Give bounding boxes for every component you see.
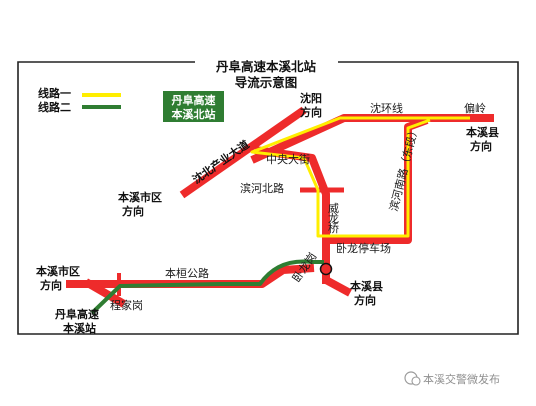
station-badge-line1: 丹阜高速 — [172, 93, 216, 107]
label-shenyang-dir-2: 方向 — [300, 105, 322, 119]
label-binhe-north-road: 滨河北路 — [240, 181, 284, 195]
label-weilong-bridge-2: 龙 — [328, 212, 339, 225]
label-benxi-county-dir-top-1: 本溪县 — [466, 125, 499, 139]
label-benxi-city-dir-lower-2: 方向 — [40, 278, 62, 292]
map-frame — [17, 61, 519, 335]
road-shenbei-avenue — [179, 106, 307, 199]
label-shenhuan-road: 沈环线 — [370, 101, 403, 115]
station-badge-line2: 本溪北站 — [172, 107, 216, 121]
map-title-line2: 导流示意图 — [235, 75, 298, 90]
label-weilong-bridge-1: 威 — [328, 202, 339, 215]
label-pianling: 偏岭 — [464, 101, 486, 115]
label-chengjiagang: 程家岗 — [110, 298, 143, 312]
route-two-line — [90, 259, 324, 315]
label-benxi-county-dir-bottom-2: 方向 — [354, 293, 376, 307]
label-benxi-city-dir-lower-1: 本溪市区 — [36, 264, 80, 278]
road-station-link — [83, 278, 127, 308]
label-benxi-county-dir-top-2: 方向 — [470, 139, 492, 153]
station-badge — [163, 91, 224, 122]
legend-route2-label: 线路二 — [38, 100, 71, 114]
label-wolong-parking: 卧龙停车场 — [336, 241, 391, 255]
label-shenyang-dir-1: 沈阳 — [300, 91, 322, 105]
watermark: 本溪交警微发布 — [404, 371, 500, 386]
wolonggang-junction — [319, 262, 333, 276]
label-benxi-county-dir-bottom-1: 本溪县 — [350, 279, 383, 293]
watermark-text: 本溪交警微发布 — [423, 372, 500, 386]
wechat-icon-small — [411, 376, 421, 386]
label-station-bottom-1: 丹阜高速 — [55, 307, 99, 321]
label-benxi-city-dir-upper-1: 本溪市区 — [118, 190, 162, 204]
label-station-bottom-2: 本溪站 — [63, 321, 96, 335]
label-shenbei-avenue: 沈北产业大道 — [190, 137, 252, 186]
road-wolong-southeast — [324, 276, 352, 297]
legend-route1-label: 线路一 — [38, 86, 71, 100]
label-benxi-city-dir-upper-2: 方向 — [122, 204, 144, 218]
label-benhuan-road: 本桓公路 — [165, 266, 209, 280]
route-one-line — [250, 116, 470, 238]
map-title-line1: 丹阜高速本溪北站 — [216, 59, 317, 74]
label-zhongyang-street: 中央大街 — [266, 152, 310, 166]
label-binhe-south-road: 滨河南路（东段） — [386, 124, 421, 213]
label-weilong-bridge-3: 桥 — [328, 222, 339, 235]
